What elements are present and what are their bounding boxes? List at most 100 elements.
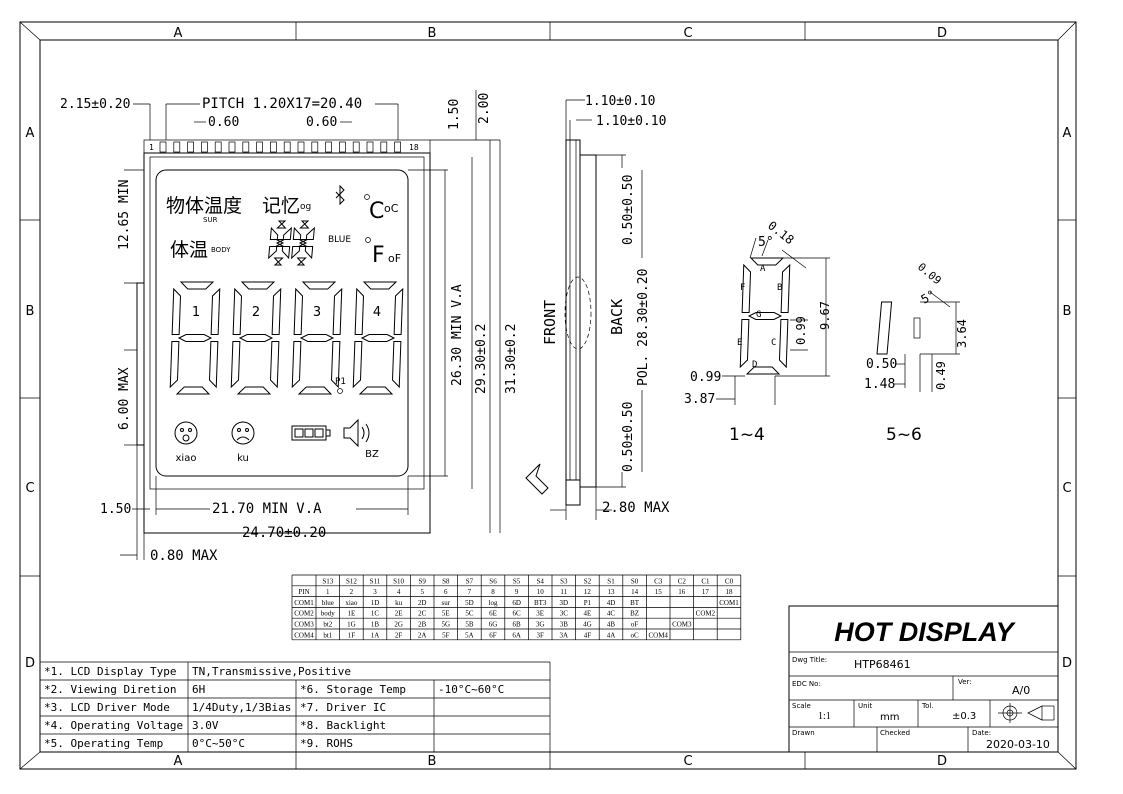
spec-cell: 0°C~50°C xyxy=(192,737,245,750)
bluetooth-icon xyxy=(335,184,345,206)
table-cell: BZ xyxy=(630,610,639,618)
table-cell: bt1 xyxy=(323,631,332,639)
checked-label: Checked xyxy=(880,729,910,737)
dim-left-min: 12.65 MIN xyxy=(117,180,132,250)
dim-side-t1: 1.10±0.10 xyxy=(585,94,655,109)
table-cell: 6D xyxy=(512,599,521,607)
projection-symbol-icon xyxy=(998,703,1055,723)
seg1-dim-w2: 3.87 xyxy=(684,392,715,407)
table-cell: 2C xyxy=(418,610,427,618)
pin xyxy=(214,141,222,153)
ver-value: A/0 xyxy=(1012,684,1030,697)
table-cell: 5D xyxy=(465,599,474,607)
dwg-title-label: Dwg Title: xyxy=(792,656,827,664)
sad-face-icon xyxy=(231,421,255,445)
dim-va-height: 26.30 MIN V.A xyxy=(450,284,465,386)
col-label: A xyxy=(174,26,183,41)
table-cell: S9 xyxy=(418,577,426,585)
seg-label-g: G xyxy=(756,310,761,320)
dim-side-d2: 0.50±0.50 xyxy=(621,402,636,472)
seg1-angle: 5° xyxy=(758,235,774,250)
tol-label: Tol. xyxy=(921,702,934,710)
seg1-dim-h1: 0.99 xyxy=(794,316,808,345)
table-cell: 5E xyxy=(442,610,450,618)
table-cell: 1E xyxy=(348,610,356,618)
table-cell: S12 xyxy=(346,577,357,585)
table-cell: COM1 xyxy=(294,599,314,607)
spec-cell: *6. Storage Temp xyxy=(300,683,406,696)
dim-height1: 29.30±0.2 xyxy=(474,324,489,394)
view-direction-arrow-icon xyxy=(525,463,549,495)
spec-cell: *9. ROHS xyxy=(300,737,353,750)
scale-label: Scale xyxy=(792,702,811,710)
table-cell: COM2 xyxy=(696,610,716,618)
col-label: D xyxy=(937,754,947,769)
dim-top2: 2.00 xyxy=(477,93,492,124)
table-cell: 4D xyxy=(607,599,616,607)
row-label: A xyxy=(1063,126,1072,141)
row-label: C xyxy=(25,481,34,496)
scale-value: 1:1 xyxy=(818,711,831,722)
table-cell: 1B xyxy=(371,621,380,629)
spec-cell: *3. LCD Driver Mode xyxy=(44,701,170,714)
table-cell: 6 xyxy=(444,588,448,596)
seg-label-d: D xyxy=(752,360,757,370)
row-label: D xyxy=(25,656,35,671)
table-cell: 2B xyxy=(418,621,427,629)
pin xyxy=(187,141,194,153)
table-cell: 4 xyxy=(397,588,401,596)
pin-last-label: 18 xyxy=(409,143,419,152)
table-cell: 1D xyxy=(371,599,380,607)
col-label: C xyxy=(683,754,692,769)
tol-value: ±0.3 xyxy=(952,711,976,722)
table-cell: 3F xyxy=(536,631,544,639)
digit-2 xyxy=(230,281,282,395)
table-cell: 6E xyxy=(489,610,497,618)
celsius-unit: oC xyxy=(384,202,399,215)
table-cell: COM2 xyxy=(294,610,314,618)
table-cell: 16 xyxy=(678,588,686,596)
icon-body-temp-text: 物体温度 xyxy=(166,195,242,217)
dim-max: 0.80 MAX xyxy=(150,548,218,564)
spec-cell: *2. Viewing Diretion xyxy=(44,683,176,696)
dim-side-pol: POL. 28.30±0.20 xyxy=(636,269,651,386)
pin xyxy=(311,141,319,153)
pin xyxy=(394,141,401,153)
pin xyxy=(366,141,374,153)
table-cell: 5B xyxy=(465,621,474,629)
icon-memory-text: 记忆 xyxy=(262,195,300,217)
col-label: C xyxy=(683,26,692,41)
celsius-icon: C xyxy=(369,199,384,224)
table-cell: 4F xyxy=(584,631,592,639)
table-cell: COM4 xyxy=(294,631,314,639)
pin xyxy=(201,141,208,153)
table-cell: 17 xyxy=(702,588,710,596)
unit-label: Unit xyxy=(858,702,873,710)
table-cell: 18 xyxy=(726,588,734,596)
table-cell: S8 xyxy=(442,577,450,585)
table-cell: COM1 xyxy=(719,599,739,607)
title-block: HOT DISPLAY Dwg Title: HTP68461 EDC No: … xyxy=(788,605,1059,753)
table-cell: 9 xyxy=(515,588,519,596)
pin xyxy=(352,141,360,153)
seg-label-b: B xyxy=(777,283,782,293)
table-cell: S13 xyxy=(322,577,333,585)
icon-log-text: og xyxy=(300,202,311,212)
icon-body-text: 体温 xyxy=(170,239,208,261)
table-cell: S3 xyxy=(560,577,568,585)
table-cell: S10 xyxy=(393,577,404,585)
table-cell: 2E xyxy=(395,610,403,618)
digit-label-3: 3 xyxy=(313,305,321,320)
table-cell: 4E xyxy=(584,610,592,618)
spec-cell: 6H xyxy=(192,683,205,696)
pin xyxy=(159,141,167,153)
table-cell: BT3 xyxy=(534,599,547,607)
row-label: A xyxy=(26,126,35,141)
table-cell: 15 xyxy=(655,588,663,596)
date-value: 2020-03-10 xyxy=(986,738,1050,751)
pin xyxy=(339,141,346,153)
digit-3 xyxy=(291,281,343,395)
